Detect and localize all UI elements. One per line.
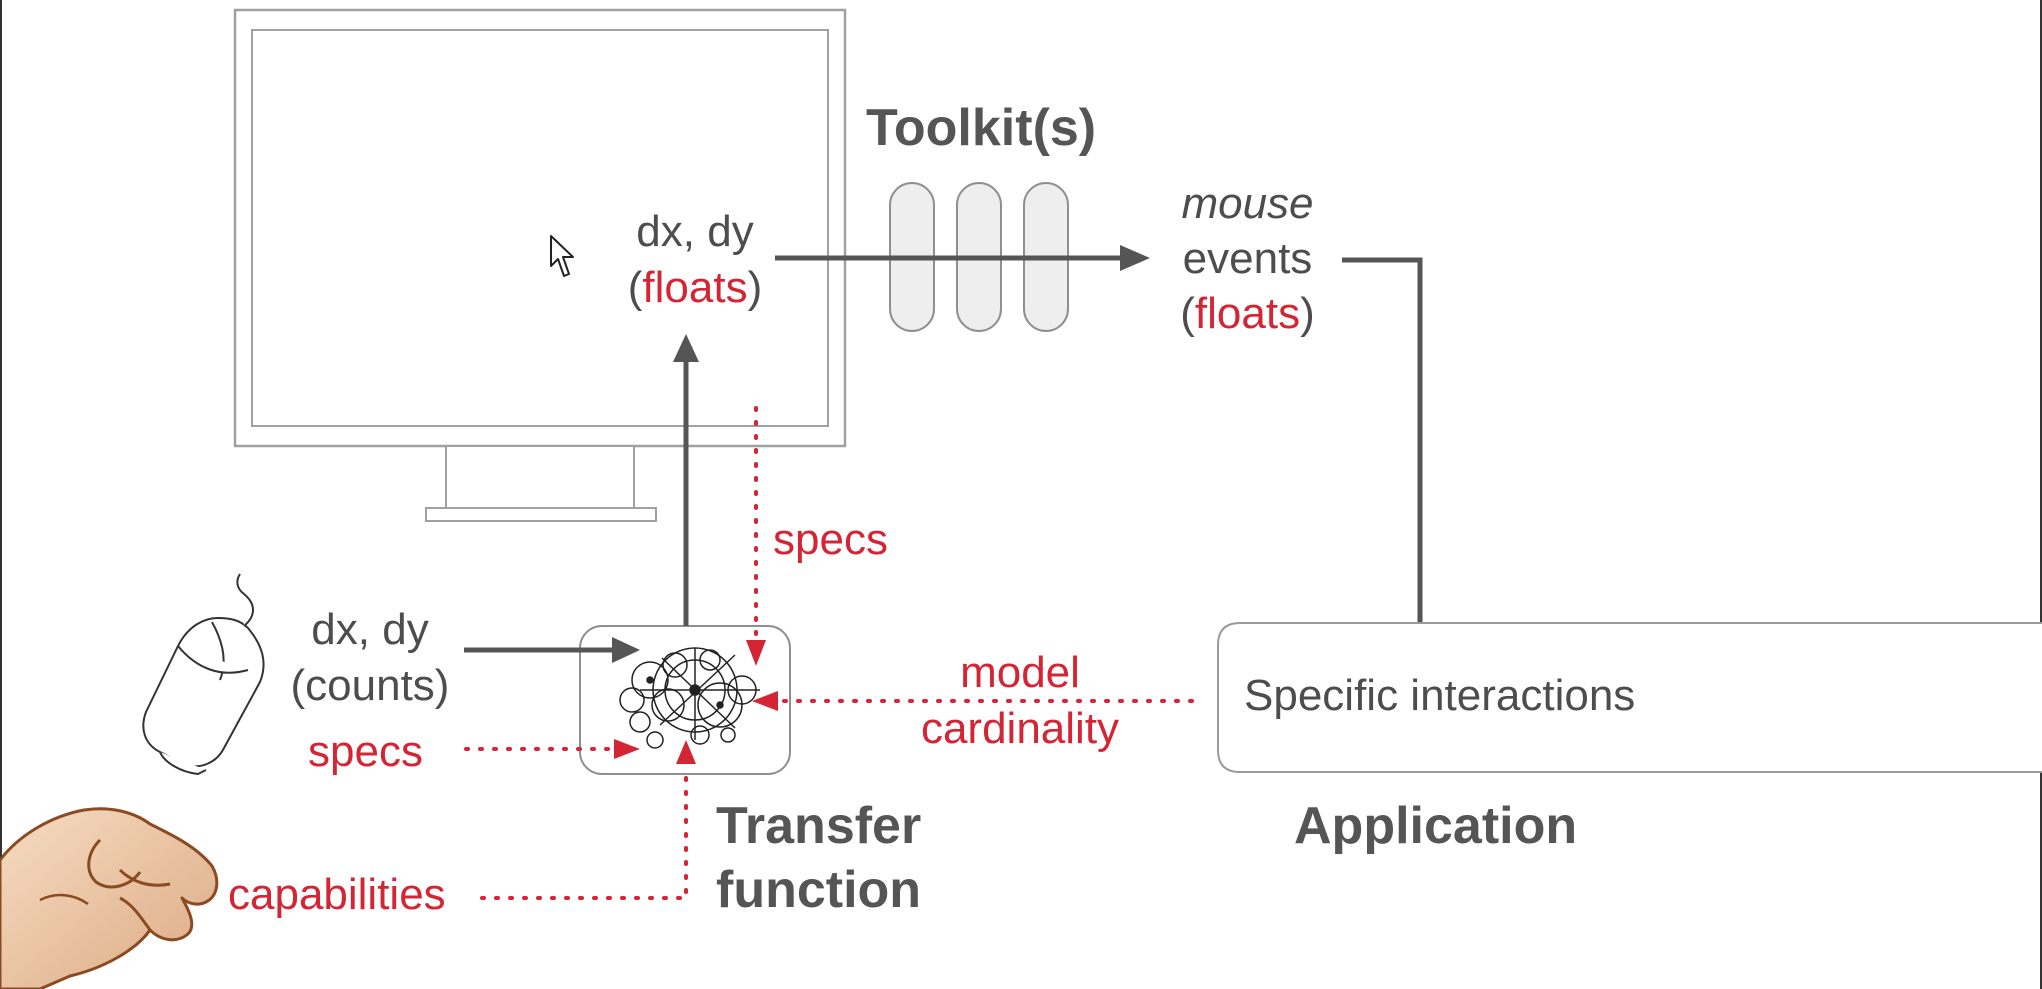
mouse-coords-label: dx, dy [311,605,429,654]
capabilities-dotted-line [480,770,688,900]
events-to-application-arrow [1342,257,1423,642]
capabilities-arrowhead [676,740,696,764]
transfer-title-line2: function [716,861,922,919]
mouse-input-arrowhead [612,637,640,663]
screen-floats-label: (floats) [610,266,780,310]
transfer-title-line1: Transfer [716,797,922,855]
gears-icon [619,647,760,749]
mouse-counts-label: (counts) [290,661,450,710]
paren-open: ( [627,263,643,312]
application-title: Application [1294,797,1578,855]
events-floats-label: (floats) [1160,292,1335,336]
monitor-icon [233,8,847,522]
events-mouse-label: mouse [1181,179,1314,228]
cursor-icon [550,235,574,277]
capabilities-label: capabilities [228,870,446,919]
mouse-icon [142,573,265,776]
toolkit-arrowhead [1120,245,1150,271]
specs-left-label: specs [308,727,423,776]
paren-close: ) [1300,289,1315,338]
floats-text: floats [642,263,748,312]
paren-close: ) [747,263,763,312]
specs-top-arrowhead [746,640,766,666]
model-label: model [960,648,1080,697]
cardinality-label: cardinality [920,704,1120,753]
specs-left-arrowhead [614,739,640,759]
transfer-up-arrowhead [673,334,699,362]
specs-top-label: specs [773,515,888,564]
floats-text: floats [1194,289,1301,338]
model-arrowhead [752,691,778,711]
screen-coords-label: dx, dy [636,207,754,256]
events-label: events [1182,234,1313,283]
paren-open: ( [1180,289,1195,338]
toolkit-title: Toolkit(s) [866,99,1097,157]
application-box-label: Specific interactions [1244,671,1636,720]
hand-icon [0,807,219,989]
application-box [1217,622,2042,773]
